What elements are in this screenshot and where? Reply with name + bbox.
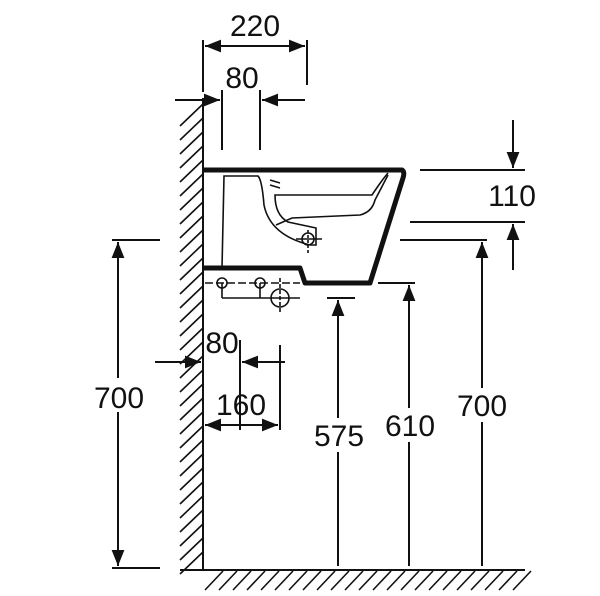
wall — [179, 98, 204, 575]
dim-80-lower-label: 80 — [205, 327, 238, 360]
dim-220-label: 220 — [230, 10, 280, 43]
dim-610-label: 610 — [385, 410, 435, 443]
dim-80-top-label: 80 — [225, 62, 258, 95]
dim-700-right-label: 700 — [457, 390, 507, 423]
bidet-outline — [203, 167, 407, 286]
dim-575-label: 575 — [314, 420, 364, 453]
floor — [180, 569, 532, 591]
pipe-connections — [205, 277, 300, 312]
dim-160-label: 160 — [216, 389, 266, 422]
dim-700-left-label: 700 — [94, 382, 144, 415]
dim-110-label: 110 — [488, 180, 536, 213]
